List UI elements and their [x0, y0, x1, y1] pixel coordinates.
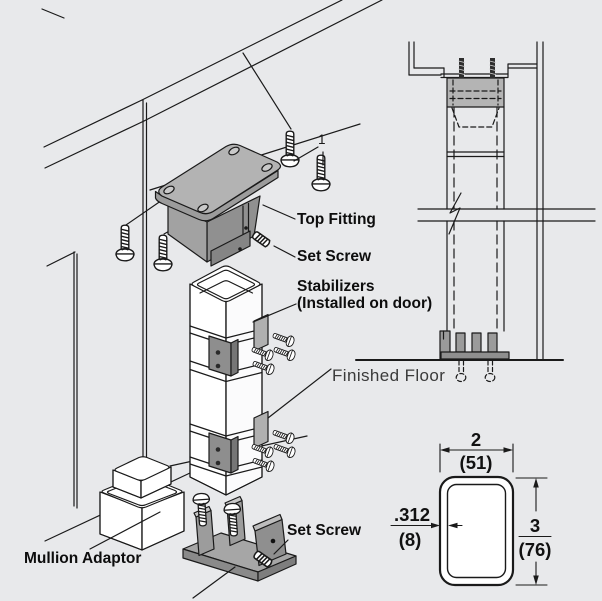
callout-1: 1: [318, 132, 326, 147]
dim-depth-inches: 3: [529, 515, 541, 536]
stabilizer-screw: [270, 329, 296, 349]
section-break: [417, 192, 596, 235]
mounting-screws: [115, 130, 331, 272]
top-fitting-holes: [163, 146, 273, 213]
mounting-screw: [311, 154, 331, 192]
dim-wall-thickness-mm: (8): [398, 529, 422, 550]
stabilizers-label-line2: (Installed on door): [297, 295, 433, 312]
mounting-screw: [153, 234, 173, 272]
top-fitting: [154, 143, 282, 267]
finished-floor-label: Finished Floor: [332, 366, 446, 385]
section-bottom-fitting: [439, 330, 510, 360]
section-header-screws: [458, 58, 496, 78]
stabilizer-screw: [270, 426, 296, 446]
stabilizer-plate: [253, 313, 269, 352]
bottom-fitting: [182, 492, 297, 599]
stabilizer-bracket: [208, 432, 232, 474]
set-screw-lower-label: Set Screw: [287, 522, 362, 539]
top-fitting-leader: [262, 204, 296, 220]
mounting-screw: [280, 130, 300, 168]
top-set-screw: [250, 204, 296, 258]
top-fitting-tab: [210, 230, 251, 267]
bottom-fitting-leader: [192, 566, 236, 599]
stabilizers-leader: [267, 368, 332, 419]
mullion-adaptor-leader: [89, 511, 161, 550]
dimension-lines: [390, 443, 552, 586]
stabilizers-leader: [252, 303, 297, 323]
tube-joint-lines: [189, 325, 263, 477]
stabilizer-plate: [253, 410, 269, 449]
callout-leader: [293, 146, 319, 162]
mullion-adaptor-label: Mullion Adaptor: [24, 550, 142, 567]
set-screw-leader: [273, 245, 296, 258]
stabilizer-screw: [271, 440, 297, 460]
section-view: [355, 41, 596, 383]
set-screw-upper-label: Set Screw: [297, 248, 372, 265]
stabilizers: [208, 303, 332, 474]
dim-depth-mm: (76): [518, 539, 552, 560]
section-floor-screws: [455, 360, 496, 383]
dim-wall-thickness-inches: .312: [393, 504, 431, 525]
dim-width-mm: (51): [459, 452, 493, 473]
top-fitting-label: Top Fitting: [297, 211, 376, 228]
mullion-adaptor: [89, 456, 185, 551]
stabilizer-screw: [271, 343, 297, 363]
cross-section-detail: [390, 443, 552, 587]
dim-width-inches: 2: [470, 429, 482, 450]
set-screw-leader: [273, 539, 289, 555]
top-fitting-plate: [158, 143, 282, 215]
stabilizer-bracket: [208, 335, 232, 377]
stabilizers-label-line1: Stabilizers: [297, 278, 375, 295]
mounting-screw: [115, 224, 135, 262]
